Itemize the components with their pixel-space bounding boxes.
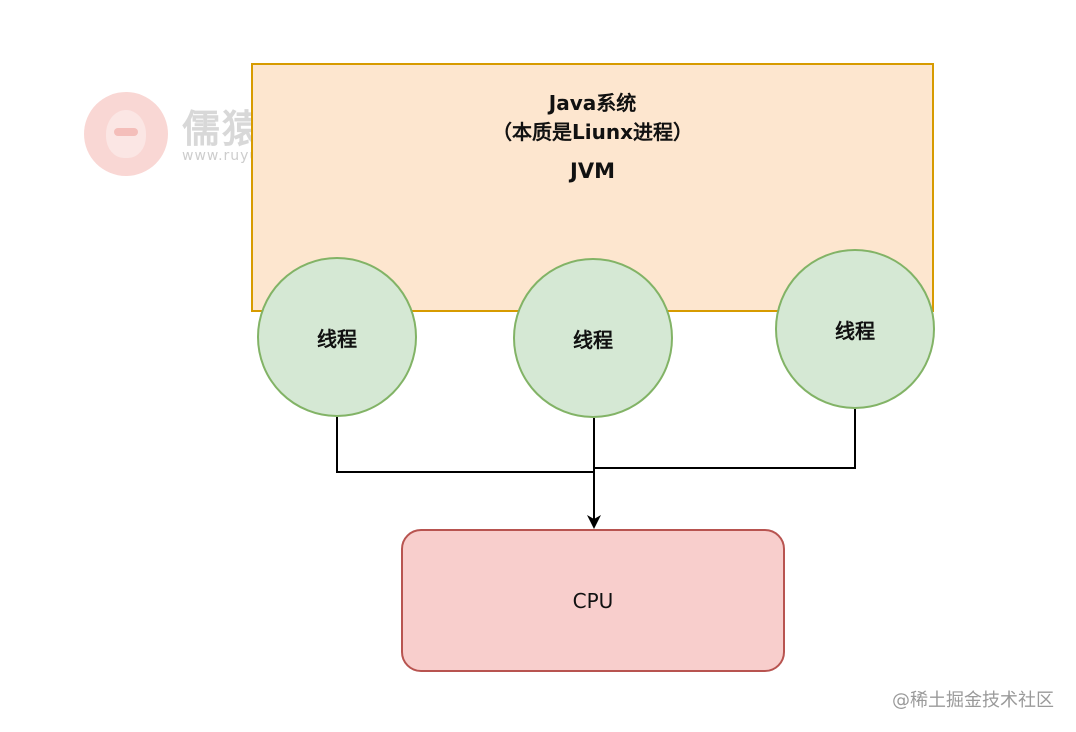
thread-node-3: 线程 bbox=[775, 249, 935, 409]
monkey-logo-icon bbox=[84, 92, 168, 176]
connector-thread-1 bbox=[336, 417, 594, 473]
thread-label: 线程 bbox=[835, 318, 875, 343]
cpu-label: CPU bbox=[572, 588, 614, 613]
jvm-label: JVM bbox=[570, 159, 615, 183]
thread-label: 线程 bbox=[317, 326, 357, 351]
thread-label: 线程 bbox=[573, 327, 613, 352]
thread-node-1: 线程 bbox=[257, 257, 417, 417]
cpu-box: CPU bbox=[401, 529, 785, 672]
thread-node-2: 线程 bbox=[513, 258, 673, 418]
juejin-credit: @稀土掘金技术社区 bbox=[892, 690, 1054, 711]
jvm-title-line-1: Java系统 bbox=[548, 91, 637, 115]
jvm-title-line-2: （本质是Liunx进程） bbox=[492, 120, 693, 144]
connector-thread-3 bbox=[594, 409, 856, 469]
